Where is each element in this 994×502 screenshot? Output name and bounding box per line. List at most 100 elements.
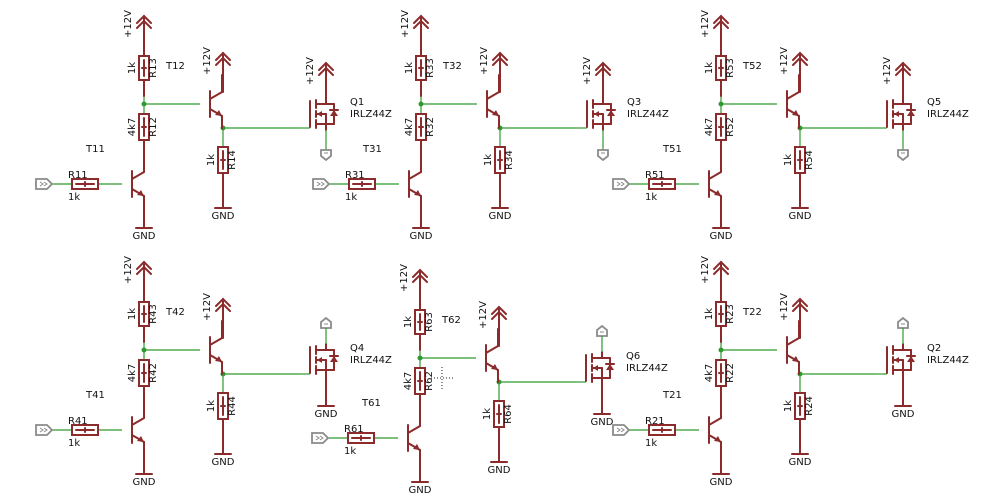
emitter-resistor-value: 1k [206, 154, 217, 166]
gnd-label: GND [710, 231, 733, 242]
vcc-symbol: +12V [779, 47, 808, 76]
driver-transistor-name: T52 [742, 61, 762, 72]
driver-transistor-name: T62 [441, 315, 461, 326]
mosfet-name: Q2 [927, 343, 941, 354]
base-resistor-value: 1k [645, 192, 657, 203]
vcc-symbol: +12V [779, 293, 808, 322]
gnd-label: GND [591, 417, 614, 428]
vcc-symbol: +12V [123, 10, 152, 39]
mosfet-value: IRLZ44Z [350, 355, 392, 366]
wires [629, 342, 877, 431]
gnd-label: GND [789, 457, 812, 468]
input-transistor [408, 159, 422, 229]
power-mosfet [886, 343, 916, 377]
pullup-value: 1k [404, 62, 415, 74]
wires [328, 350, 576, 439]
vcc-label: +12V [582, 57, 593, 85]
vcc-label: +12V [779, 293, 790, 321]
base-resistor-name: R11 [68, 170, 88, 181]
vcc-symbol: +12V [399, 264, 428, 293]
base-resistor-value: 1k [68, 192, 80, 203]
gnd-label: GND [489, 211, 512, 222]
pulldown-value: 4k7 [403, 372, 414, 391]
pullup-name: R43 [148, 304, 159, 324]
pulldown-name: R22 [725, 363, 736, 383]
base-resistor [71, 178, 99, 190]
ground-symbol: GND [212, 453, 235, 468]
gnd-label: GND [710, 477, 733, 488]
mosfet-name: Q5 [927, 97, 941, 108]
vcc-label: +12V [479, 47, 490, 75]
pulldown-value: 4k7 [704, 364, 715, 383]
mosfet-value: IRLZ44Z [627, 109, 669, 120]
input-transistor-name: T61 [361, 398, 381, 409]
vcc-label: +12V [305, 57, 316, 85]
mosfet-name: Q1 [350, 97, 364, 108]
input-transistor-name: T11 [85, 144, 105, 155]
input-port [35, 178, 54, 190]
vcc-symbol: +12V [479, 47, 508, 76]
mosfet-name: Q6 [626, 351, 640, 362]
pullup-value: 1k [127, 62, 138, 74]
base-resistor-value: 1k [345, 192, 357, 203]
power-mosfet [309, 343, 339, 377]
power-mosfet [585, 351, 615, 385]
input-transistor-name: T41 [85, 390, 105, 401]
vcc-label: +12V [882, 57, 893, 85]
output-port [320, 149, 332, 162]
wires [52, 96, 300, 185]
pulldown-name: R52 [725, 117, 736, 137]
pullup-value: 1k [704, 62, 715, 74]
driver-transistor-name: T42 [165, 307, 185, 318]
driver-transistor [786, 320, 800, 375]
driver-transistor [486, 74, 500, 129]
ground-symbol: GND [409, 481, 432, 496]
mosfet-value: IRLZ44Z [350, 109, 392, 120]
driver-transistor-name: T12 [165, 61, 185, 72]
pulldown-value: 4k7 [127, 118, 138, 137]
emitter-resistor-name: R14 [227, 150, 238, 170]
vcc-symbol: +12V [400, 10, 429, 39]
ground-symbol: GND [892, 405, 915, 420]
junction-dot [718, 101, 724, 107]
gnd-label: GND [410, 231, 433, 242]
vcc-symbol: +12V [582, 57, 611, 86]
vcc-symbol: +12V [882, 57, 911, 86]
driver-transistor [485, 328, 499, 383]
input-port [612, 424, 631, 436]
emitter-resistor-name: R54 [804, 150, 815, 170]
ground-symbol: GND [789, 453, 812, 468]
base-resistor-value: 1k [645, 438, 657, 449]
base-resistor-name: R51 [645, 170, 665, 181]
wires [52, 342, 300, 431]
vcc-symbol: +12V [700, 256, 729, 285]
junction-dot [417, 355, 423, 361]
base-resistor-value: 1k [344, 446, 356, 457]
ground-symbol: GND [315, 405, 338, 420]
mosfet-name: Q3 [627, 97, 641, 108]
base-resistor-name: R61 [344, 424, 364, 435]
base-resistor [648, 424, 676, 436]
output-port [596, 324, 608, 337]
vcc-symbol: +12V [123, 256, 152, 285]
emitter-resistor-value: 1k [783, 154, 794, 166]
pullup-name: R23 [725, 304, 736, 324]
pulldown-value: 4k7 [704, 118, 715, 137]
pullup-name: R33 [425, 58, 436, 78]
base-resistor-name: R41 [68, 416, 88, 427]
pulldown-value: 4k7 [127, 364, 138, 383]
vcc-label: +12V [700, 10, 711, 38]
vcc-label: +12V [123, 10, 134, 38]
ground-symbol: GND [710, 473, 733, 488]
gnd-label: GND [789, 211, 812, 222]
input-port [312, 178, 331, 190]
output-port [897, 149, 909, 162]
input-port [35, 424, 54, 436]
input-port [612, 178, 631, 190]
gnd-label: GND [133, 477, 156, 488]
input-transistor [131, 405, 145, 475]
